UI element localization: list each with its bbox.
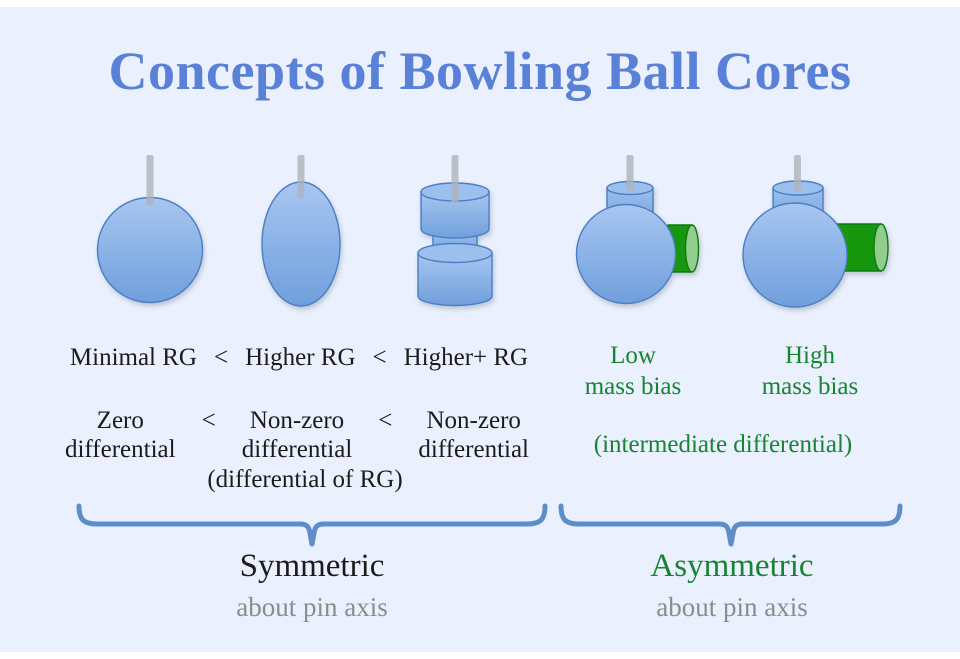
symmetric-subtitle: about pin axis	[236, 592, 388, 622]
nonzero-differential-1-line2: differential	[241, 436, 353, 463]
nonzero-differential-2-line1: Non-zero	[426, 407, 521, 434]
minimal-rg-label: Minimal RG	[69, 344, 197, 371]
symmetric-title: Symmetric	[239, 548, 385, 584]
nonzero-differential-label-2: Non-zero differential	[418, 406, 529, 464]
less-than-sign: <	[378, 407, 393, 434]
low-mass-bias-line1: Low	[610, 342, 656, 369]
less-than-sign: <	[213, 344, 229, 371]
differential-comparison-row: Zero differential < Non-zero differentia…	[52, 406, 542, 464]
rg-comparison-row: Minimal RG < Higher RG < Higher+ RG	[60, 344, 538, 372]
asymmetric-brace	[558, 503, 903, 547]
higher-plus-rg-label: Higher+ RG	[403, 344, 529, 371]
high-mass-bias-line1: High	[785, 342, 835, 369]
symmetric-section-label: Symmetric about pin axis	[77, 548, 547, 623]
spool-core-shape	[417, 182, 493, 307]
low-mass-bias-core-shape	[575, 180, 700, 305]
pin-marker	[626, 155, 634, 191]
page-title: Concepts of Bowling Ball Cores	[108, 41, 852, 101]
slide-background	[0, 7, 960, 652]
low-mass-bias-line2: mass bias	[584, 373, 682, 400]
high-mass-bias-line2: mass bias	[761, 373, 859, 400]
zero-differential-label: Zero differential	[65, 406, 176, 464]
pin-marker	[297, 155, 305, 198]
zero-differential-line2: differential	[64, 436, 176, 463]
less-than-sign: <	[372, 344, 387, 371]
asymmetric-subtitle: about pin axis	[656, 592, 808, 622]
asymmetric-title: Asymmetric	[650, 548, 814, 584]
higher-rg-label: Higher RG	[245, 344, 356, 371]
high-mass-bias-label: High mass bias	[740, 340, 880, 402]
pin-marker	[451, 155, 459, 203]
symmetric-brace	[76, 503, 548, 547]
pin-marker	[794, 155, 801, 192]
low-mass-bias-label: Low mass bias	[563, 340, 703, 402]
asymmetric-section-label: Asymmetric about pin axis	[562, 548, 902, 623]
zero-differential-line1: Zero	[96, 407, 144, 434]
nonzero-differential-label-1: Non-zero differential	[242, 406, 353, 464]
differential-of-rg-note: (differential of RG)	[207, 466, 403, 493]
nonzero-differential-2-line2: differential	[418, 436, 530, 463]
sphere-core-shape	[96, 196, 204, 304]
nonzero-differential-1-line1: Non-zero	[249, 407, 345, 434]
less-than-sign: <	[201, 407, 216, 434]
high-mass-bias-core-shape	[742, 180, 889, 308]
pin-marker	[146, 155, 154, 205]
intermediate-differential-note: (intermediate differential)	[593, 431, 853, 458]
oval-core-shape	[261, 181, 341, 307]
